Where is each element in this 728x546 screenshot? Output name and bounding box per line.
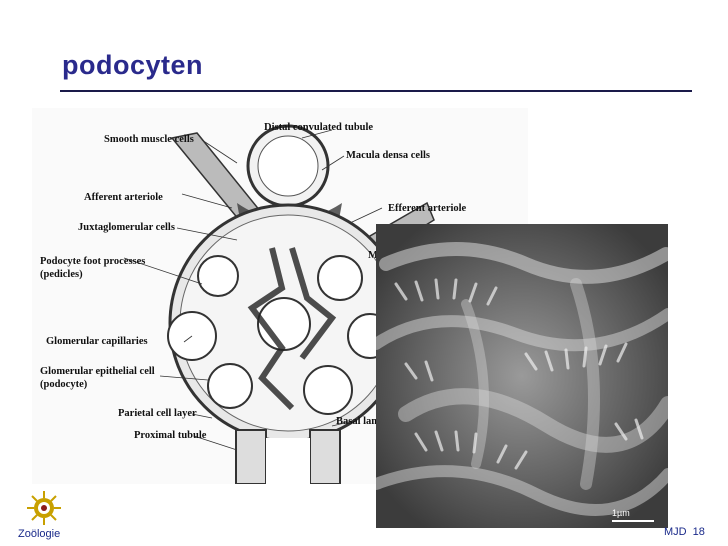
label-proximal-tubule: Proximal tubule [134,430,207,441]
label-m-truncated: M [368,250,378,261]
university-logo-icon [26,490,62,526]
label-podocyte-foot-processes: Podocyte foot processes [40,256,146,267]
page-number: 18 [692,526,705,538]
label-smooth-muscle-cells: Smooth muscle cells [104,134,194,145]
slide-title: podocyten [62,50,204,80]
label-podocyte: (podocyte) [40,379,88,390]
label-juxtaglomerular-cells: Juxtaglomerular cells [78,222,175,233]
scale-label: 1µm [612,508,630,518]
label-glomerular-capillaries: Glomerular capillaries [46,336,148,347]
footer-department: Zoölogie [18,528,61,540]
sem-micrograph: 1µm [376,224,668,528]
label-glomerular-epithelial-cell: Glomerular epithelial cell [40,366,155,377]
label-basal-lamina: Basal lam [336,416,381,427]
label-afferent-arteriole: Afferent arteriole [84,192,163,203]
label-parietal-cell-layer: Parietal cell layer [118,408,197,419]
label-efferent-arteriole: Efferent arteriole [388,203,467,214]
scale-bar [612,520,654,522]
title-divider [60,90,692,92]
label-macula-densa: Macula densa cells [346,150,430,161]
label-pedicles: (pedicles) [40,269,83,280]
footer-author: MJD [664,526,687,538]
micrograph-texture [376,224,668,528]
footer-meta: MJD 18 [664,526,705,538]
label-distal-tubule: Distal convulated tubule [264,122,374,133]
